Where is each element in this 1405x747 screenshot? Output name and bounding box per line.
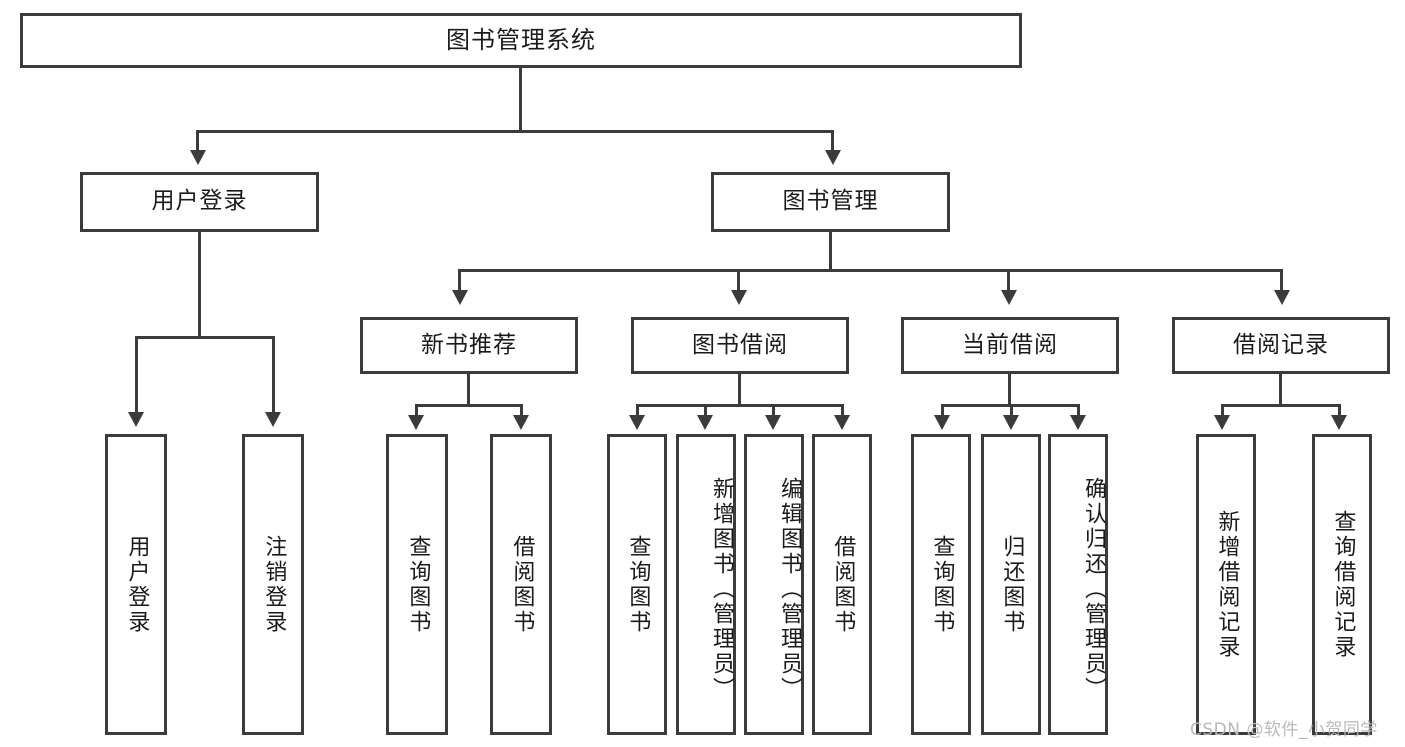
connector-book-manage-bus <box>458 269 1283 272</box>
arrow-to-new-book-recommend <box>452 290 468 305</box>
connector-new-book-stem <box>467 374 470 406</box>
connector-user-login-drop-2 <box>272 336 275 414</box>
connector-current-borrow-drop-2 <box>1010 404 1013 418</box>
connector-book-manage-drop-1 <box>458 269 461 292</box>
arrow-to-new-book-leaf-2 <box>513 415 529 430</box>
csdn-watermark: CSDN @软件_小贺同学 <box>1190 720 1378 740</box>
connector-new-book-bus <box>415 404 523 407</box>
connector-borrow-record-stem <box>1279 374 1282 406</box>
leaf-new-book-borrow-book[interactable]: 借阅图书 <box>490 434 552 735</box>
node-book-borrow[interactable]: 图书借阅 <box>631 317 849 374</box>
arrow-to-book-borrow-leaf-4 <box>834 415 850 430</box>
connector-root-stem <box>519 68 522 130</box>
node-borrow-record[interactable]: 借阅记录 <box>1172 317 1390 374</box>
arrow-to-borrow-record-leaf-1 <box>1214 415 1230 430</box>
leaf-book-borrow-borrow-book[interactable]: 借阅图书 <box>812 434 872 735</box>
connector-book-borrow-bus <box>636 404 844 407</box>
arrow-to-book-borrow <box>731 290 747 305</box>
connector-book-borrow-drop-4 <box>841 404 844 418</box>
node-root-system[interactable]: 图书管理系统 <box>20 13 1022 68</box>
leaf-current-borrow-confirm-return-admin[interactable]: 确认归还（管理员） <box>1048 434 1108 735</box>
arrow-to-user-login-leaf-1 <box>128 412 144 427</box>
arrow-to-borrow-record-leaf-2 <box>1331 415 1347 430</box>
arrow-to-book-borrow-leaf-3 <box>765 415 781 430</box>
node-book-manage[interactable]: 图书管理 <box>711 172 950 232</box>
arrow-to-current-borrow-leaf-2 <box>1003 415 1019 430</box>
leaf-book-borrow-query-book[interactable]: 查询图书 <box>607 434 667 735</box>
leaf-book-borrow-add-book-admin[interactable]: 新增图书（管理员） <box>676 434 736 735</box>
arrow-to-current-borrow-leaf-1 <box>934 415 950 430</box>
node-user-login[interactable]: 用户登录 <box>80 172 319 232</box>
connector-current-borrow-drop-1 <box>941 404 944 418</box>
connector-current-borrow-drop-3 <box>1077 404 1080 418</box>
connector-borrow-record-drop-1 <box>1221 404 1224 418</box>
connector-borrow-record-bus <box>1221 404 1341 407</box>
leaf-new-book-query-book[interactable]: 查询图书 <box>386 434 448 735</box>
arrow-to-book-manage <box>825 150 841 165</box>
connector-book-borrow-stem <box>738 374 741 406</box>
leaf-user-login-logout[interactable]: 注销登录 <box>242 434 304 735</box>
node-current-borrow[interactable]: 当前借阅 <box>901 317 1119 374</box>
connector-book-borrow-drop-2 <box>704 404 707 418</box>
arrow-to-book-borrow-leaf-2 <box>697 415 713 430</box>
arrow-to-user-login-leaf-2 <box>265 412 281 427</box>
leaf-borrow-record-query-record[interactable]: 查询借阅记录 <box>1312 434 1372 735</box>
arrow-to-current-borrow-leaf-3 <box>1070 415 1086 430</box>
connector-book-manage-drop-2 <box>737 269 740 292</box>
connector-book-manage-drop-4 <box>1280 269 1283 292</box>
connector-user-login-stem <box>198 232 201 336</box>
arrow-to-user-login <box>190 150 206 165</box>
connector-root-bus <box>196 130 834 133</box>
connector-current-borrow-stem <box>1008 374 1011 406</box>
connector-book-manage-drop-3 <box>1007 269 1010 292</box>
leaf-user-login-login[interactable]: 用户登录 <box>105 434 167 735</box>
connector-book-borrow-drop-1 <box>636 404 639 418</box>
connector-user-login-drop-1 <box>135 336 138 414</box>
connector-root-drop-left <box>196 130 199 152</box>
arrow-to-new-book-leaf-1 <box>408 415 424 430</box>
connector-book-manage-stem <box>829 232 832 271</box>
leaf-current-borrow-return-book[interactable]: 归还图书 <box>981 434 1041 735</box>
connector-root-drop-right <box>831 130 834 152</box>
leaf-borrow-record-add-record[interactable]: 新增借阅记录 <box>1196 434 1256 735</box>
node-new-book-recommend[interactable]: 新书推荐 <box>360 317 578 374</box>
arrow-to-book-borrow-leaf-1 <box>629 415 645 430</box>
leaf-current-borrow-query-book[interactable]: 查询图书 <box>911 434 971 735</box>
connector-user-login-bus <box>135 336 275 339</box>
arrow-to-borrow-record <box>1274 290 1290 305</box>
connector-borrow-record-drop-2 <box>1338 404 1341 418</box>
arrow-to-current-borrow <box>1001 290 1017 305</box>
connector-book-borrow-drop-3 <box>772 404 775 418</box>
connector-new-book-drop-2 <box>520 404 523 418</box>
leaf-book-borrow-edit-book-admin[interactable]: 编辑图书（管理员） <box>744 434 804 735</box>
connector-new-book-drop-1 <box>415 404 418 418</box>
